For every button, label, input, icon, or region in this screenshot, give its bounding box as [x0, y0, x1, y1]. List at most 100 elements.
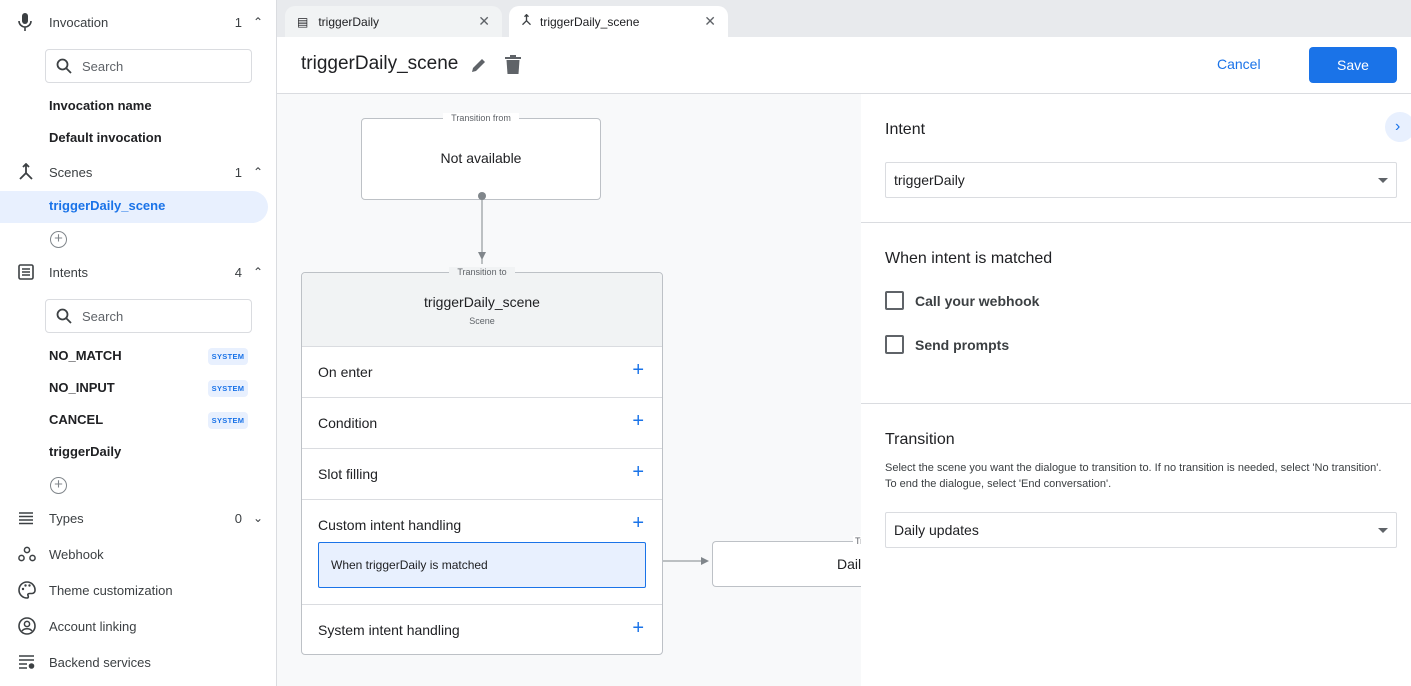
add-plus-icon[interactable]: + — [632, 359, 644, 381]
add-scene-icon[interactable]: + — [50, 231, 67, 248]
section-label: Types — [49, 510, 84, 526]
section-label: Intents — [49, 264, 89, 280]
palette-icon — [0, 581, 49, 599]
checkbox-icon[interactable] — [885, 335, 904, 354]
checkbox-icon[interactable] — [885, 291, 904, 310]
node-text: Dail — [837, 556, 861, 572]
sidebar-item-backend-services[interactable]: Backend services — [0, 646, 268, 678]
transition-target-node[interactable]: Tr Dail — [712, 536, 861, 587]
invocation-search-input[interactable]: Search — [45, 49, 252, 83]
send-prompts-checkbox[interactable]: Send prompts — [885, 335, 1009, 354]
section-count: 4 — [234, 264, 242, 280]
sidebar-label: Theme customization — [49, 582, 173, 598]
scene-subtitle: Scene — [469, 316, 495, 326]
node-caption: Transition from — [443, 113, 519, 123]
when-matched-heading: When intent is matched — [885, 250, 1053, 267]
select-value: triggerDaily — [894, 172, 965, 188]
sidebar-section-scenes[interactable]: Scenes 1 ⌃ — [0, 156, 268, 188]
sidebar-item-invocation-name[interactable]: Invocation name — [49, 98, 152, 113]
tab-trigger-daily-scene[interactable]: triggerDaily_scene ✕ — [509, 6, 728, 37]
sidebar-section-intents[interactable]: Intents 4 ⌃ — [0, 256, 268, 288]
chevron-up-icon[interactable]: ⌃ — [252, 265, 264, 279]
search-placeholder: Search — [82, 308, 124, 324]
tab-trigger-daily[interactable]: ▤ triggerDaily ✕ — [285, 6, 502, 37]
backend-settings-icon — [0, 654, 49, 670]
sidebar-item-intent[interactable]: triggerDaily — [49, 444, 122, 459]
save-button[interactable]: Save — [1309, 47, 1397, 83]
sidebar-item-account-linking[interactable]: Account linking — [0, 610, 268, 642]
system-badge: SYSTEM — [208, 412, 248, 429]
sidebar: Invocation 1 ⌃ Search Invocation name De… — [0, 0, 277, 686]
chevron-up-icon[interactable]: ⌃ — [252, 165, 264, 179]
row-label: On enter — [318, 364, 373, 380]
tab-bar: ▤ triggerDaily ✕ triggerDaily_scene ✕ — [277, 0, 1411, 37]
call-webhook-checkbox[interactable]: Call your webhook — [885, 291, 1039, 310]
intent-select[interactable]: triggerDaily — [885, 162, 1397, 198]
section-label: Invocation — [49, 14, 109, 30]
sidebar-section-invocation[interactable]: Invocation 1 ⌃ — [0, 6, 268, 38]
node-caption: Tr — [853, 536, 861, 546]
sidebar-item-intent[interactable]: NO_MATCH — [49, 348, 122, 363]
sidebar-item-intent[interactable]: NO_INPUT — [49, 380, 115, 395]
divider — [861, 222, 1411, 223]
intent-handler-item[interactable]: When triggerDaily is matched — [318, 542, 646, 588]
chevron-up-icon[interactable]: ⌃ — [252, 15, 264, 29]
row-label: Custom intent handling — [318, 517, 462, 533]
sidebar-section-types[interactable]: Types 0 ⌄ — [0, 502, 268, 534]
dropdown-arrow-icon — [1378, 178, 1388, 183]
sidebar-item-webhook[interactable]: Webhook — [0, 538, 268, 570]
intent-detail-panel: › Intent triggerDaily When intent is mat… — [861, 94, 1411, 686]
row-label: Condition — [318, 415, 378, 431]
add-plus-icon[interactable]: + — [632, 617, 644, 639]
scene-row-slot-filling[interactable]: Slot filling + — [302, 448, 662, 499]
section-count: 1 — [234, 14, 242, 30]
row-label: Slot filling — [318, 466, 378, 482]
section-count: 1 — [234, 164, 242, 180]
select-value: Daily updates — [894, 522, 979, 538]
add-plus-icon[interactable]: + — [632, 410, 644, 432]
sidebar-item-theme[interactable]: Theme customization — [0, 574, 268, 606]
add-plus-icon[interactable]: + — [632, 461, 644, 483]
section-label: Scenes — [49, 164, 93, 180]
scene-canvas[interactable]: Transition from Not available Transition… — [277, 94, 861, 686]
tab-label: triggerDaily — [318, 14, 380, 29]
section-count: 0 — [234, 510, 242, 526]
sidebar-label: Backend services — [49, 654, 151, 670]
cancel-button[interactable]: Cancel — [1217, 56, 1261, 72]
types-icon — [0, 511, 49, 525]
scene-row-custom-intent[interactable]: Custom intent handling + When triggerDail… — [302, 499, 662, 604]
delete-trash-icon[interactable] — [505, 55, 521, 74]
sidebar-item-selected-bg — [0, 191, 268, 223]
close-icon[interactable]: ✕ — [478, 13, 490, 29]
chevron-down-icon[interactable]: ⌄ — [252, 511, 264, 525]
sidebar-item-intent[interactable]: CANCEL — [49, 412, 104, 427]
sidebar-item-scene[interactable]: triggerDaily_scene — [49, 198, 166, 213]
scene-icon — [0, 163, 49, 181]
scene-icon — [521, 13, 532, 29]
add-intent-icon[interactable]: + — [50, 477, 67, 494]
page-header: triggerDaily_scene Cancel Save — [277, 37, 1411, 94]
scene-row-system-intent[interactable]: System intent handling + — [302, 604, 662, 655]
collapse-chevron-right-icon[interactable]: › — [1385, 112, 1411, 142]
row-label: System intent handling — [318, 622, 460, 638]
close-icon[interactable]: ✕ — [704, 13, 716, 29]
arrow-head-icon — [701, 557, 709, 565]
intents-search-input[interactable]: Search — [45, 299, 252, 333]
edit-pencil-icon[interactable] — [470, 56, 488, 74]
system-badge: SYSTEM — [208, 348, 248, 365]
add-plus-icon[interactable]: + — [632, 512, 644, 534]
intent-list-icon — [0, 264, 49, 280]
node-text: Not available — [440, 150, 522, 166]
sidebar-label: Account linking — [49, 618, 137, 634]
sidebar-label: Webhook — [49, 546, 104, 562]
search-placeholder: Search — [82, 58, 124, 74]
intent-heading: Intent — [885, 121, 926, 138]
sidebar-item-default-invocation[interactable]: Default invocation — [49, 130, 162, 145]
transition-from-node: Transition from Not available — [361, 113, 601, 200]
node-caption: Transition to — [449, 267, 515, 277]
transition-select[interactable]: Daily updates — [885, 512, 1397, 548]
intent-icon: ▤ — [297, 14, 309, 29]
dropdown-arrow-icon — [1378, 528, 1388, 533]
scene-row-condition[interactable]: Condition + — [302, 397, 662, 448]
scene-row-on-enter[interactable]: On enter + — [302, 346, 662, 397]
